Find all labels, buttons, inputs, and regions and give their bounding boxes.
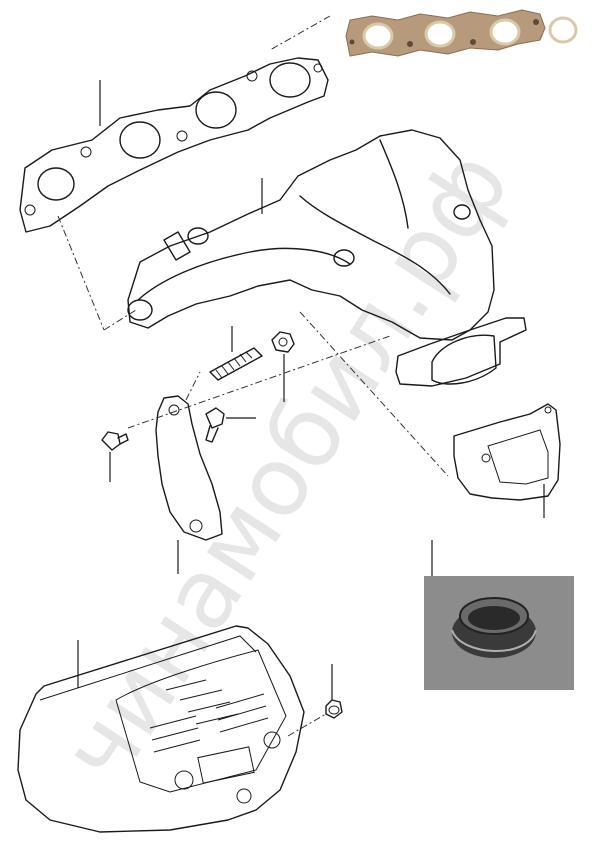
watermark-text: чинамобил.рф bbox=[40, 131, 531, 803]
stud bbox=[209, 326, 263, 381]
assembly-lines bbox=[57, 215, 449, 737]
lower-heat-shield bbox=[453, 403, 561, 518]
upper-heat-shield bbox=[17, 625, 305, 833]
gasket-photo-leader bbox=[269, 15, 331, 51]
exhaust-manifold-gasket bbox=[19, 57, 329, 233]
heat-shield-bolt bbox=[325, 664, 343, 719]
exhaust-seal-ring bbox=[424, 540, 574, 690]
manifold-support-bracket bbox=[155, 395, 223, 574]
bracket-bolt bbox=[101, 431, 129, 482]
exhaust-manifold bbox=[127, 129, 527, 387]
gasket-photo bbox=[332, 0, 578, 82]
nut bbox=[271, 331, 295, 402]
watermark: чинамобил.рф bbox=[40, 131, 531, 803]
flange-bolt bbox=[205, 407, 256, 443]
